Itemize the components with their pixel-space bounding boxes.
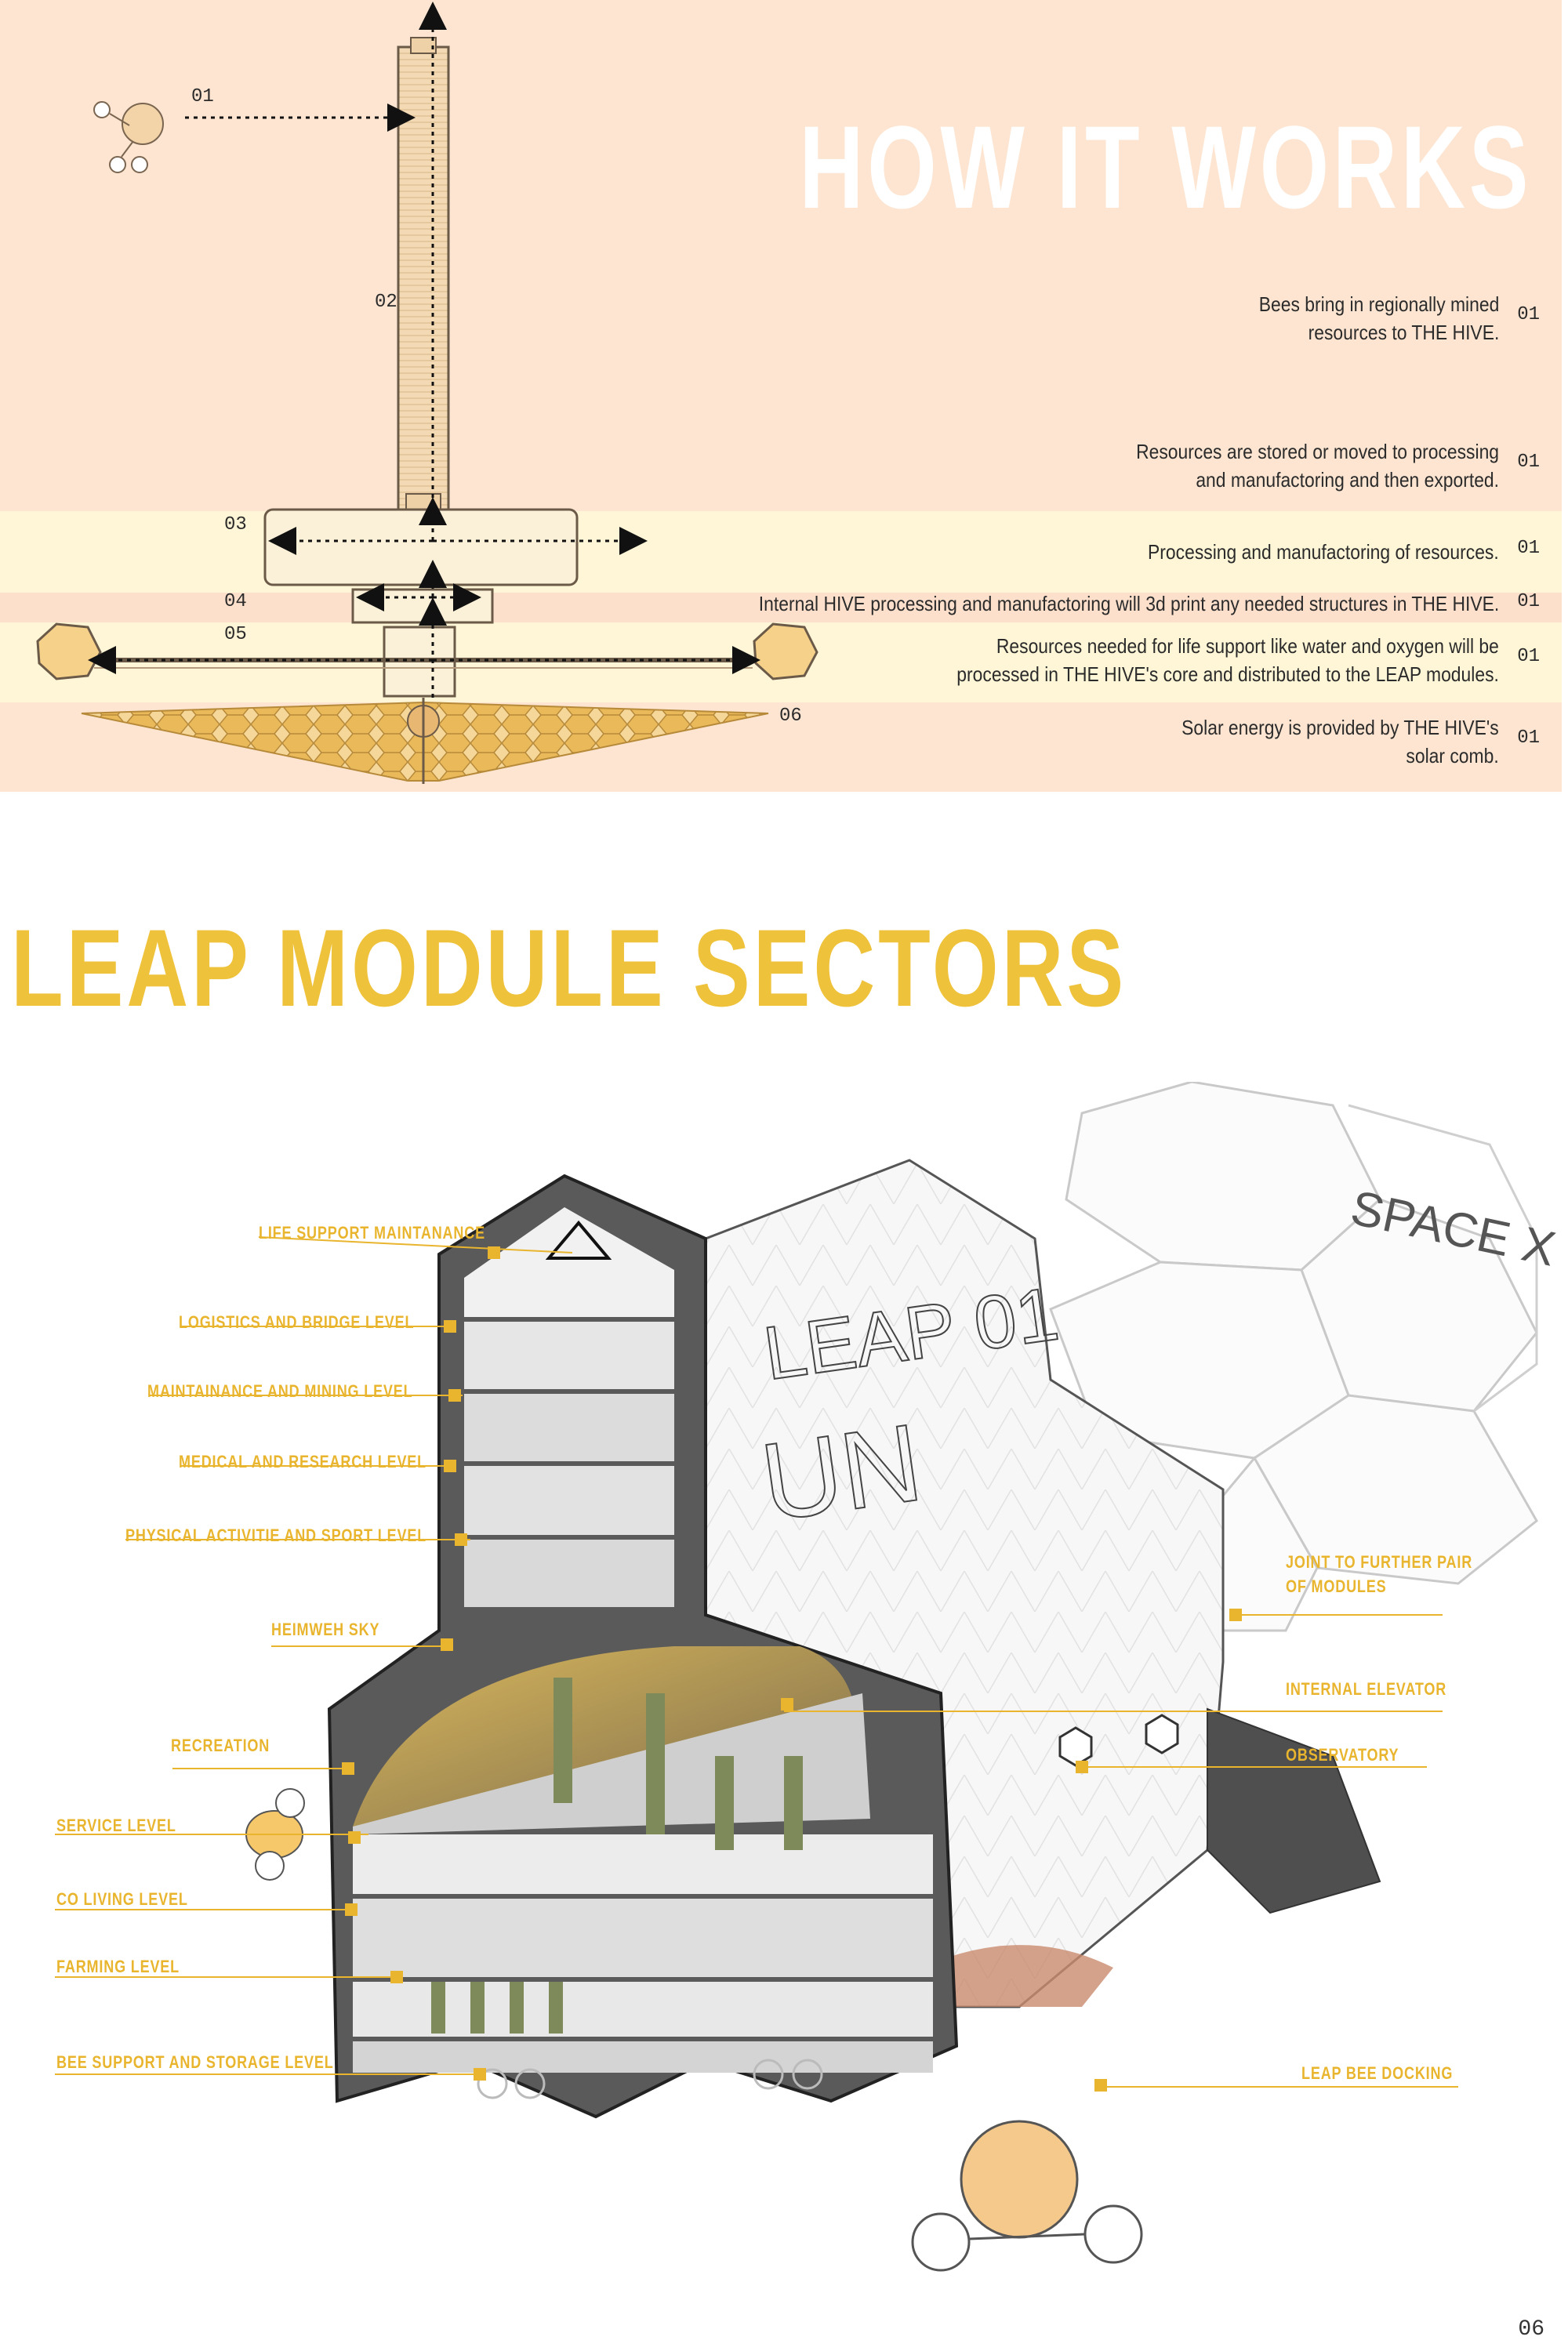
label-joint-line-1: JOINT TO FURTHER PAIR bbox=[1286, 1552, 1473, 1572]
diagram-number-04: 04 bbox=[224, 591, 247, 612]
un-mark: UN bbox=[754, 1400, 928, 1544]
marker-farming bbox=[390, 1971, 403, 1983]
diagram-number-02: 02 bbox=[375, 292, 397, 313]
step-1-line-2: resources to THE HIVE. bbox=[1308, 321, 1499, 345]
level-band-04 bbox=[0, 593, 1562, 622]
label-medical-and-research-level: MEDICAL AND RESEARCH LEVEL bbox=[179, 1452, 426, 1471]
marker-elevator bbox=[781, 1698, 793, 1711]
marker-coliving bbox=[345, 1903, 358, 1916]
step-4-text: Internal HIVE processing and manufactori… bbox=[758, 590, 1499, 618]
step-6-line-1: Solar energy is provided by THE HIVE's bbox=[1181, 716, 1499, 739]
page-number: 06 bbox=[1518, 2317, 1544, 2342]
step-2-text: Resources are stored or moved to process… bbox=[1136, 437, 1499, 495]
leap-module-illustration: SPACE X LEAP 01 UN bbox=[55, 1082, 1560, 2272]
step-2-line-1: Resources are stored or moved to process… bbox=[1136, 440, 1499, 463]
label-observatory: OBSERVATORY bbox=[1286, 1745, 1399, 1765]
diagram-number-05: 05 bbox=[224, 624, 247, 645]
diagram-number-01: 01 bbox=[191, 86, 214, 107]
service-bee bbox=[245, 1788, 305, 1881]
label-internal-elevator: INTERNAL ELEVATOR bbox=[1286, 1679, 1447, 1699]
step-2-line-2: and manufactoring and then exported. bbox=[1196, 468, 1499, 492]
how-it-works-panel: 01 02 03 04 05 06 HOW IT WORKS Bees brin… bbox=[0, 0, 1562, 792]
step-6-line-2: solar comb. bbox=[1406, 744, 1499, 768]
marker-logistics bbox=[444, 1320, 456, 1333]
marker-joint bbox=[1229, 1609, 1242, 1621]
step-3-text: Processing and manufactoring of resource… bbox=[1148, 538, 1499, 566]
marker-bee-support bbox=[474, 2068, 486, 2081]
diagram-number-06: 06 bbox=[779, 706, 802, 727]
marker-medical bbox=[444, 1460, 456, 1472]
label-recreation: RECREATION bbox=[171, 1736, 270, 1755]
label-heimweh-sky: HEIMWEH SKY bbox=[271, 1620, 380, 1639]
label-logistics-and-bridge-level: LOGISTICS AND BRIDGE LEVEL bbox=[179, 1312, 415, 1332]
marker-heimweh bbox=[441, 1638, 453, 1651]
step-6-number: 01 bbox=[1517, 727, 1540, 749]
marker-recreation bbox=[342, 1762, 354, 1775]
step-1-number: 01 bbox=[1517, 304, 1540, 325]
label-physical-activitie-and-sport-level: PHYSICAL ACTIVITIE AND SPORT LEVEL bbox=[125, 1526, 427, 1545]
step-5-line-2: processed in THE HIVE's core and distrib… bbox=[956, 662, 1499, 687]
step-3-line-1: Processing and manufactoring of resource… bbox=[1148, 540, 1499, 564]
step-2-number: 01 bbox=[1517, 452, 1540, 473]
bee-drone bbox=[93, 101, 164, 173]
step-1-line-1: Bees bring in regionally mined bbox=[1258, 292, 1499, 316]
step-5-number: 01 bbox=[1517, 646, 1540, 667]
how-it-works-title: HOW IT WORKS bbox=[799, 101, 1532, 233]
step-1-text: Bees bring in regionally mined resources… bbox=[1258, 290, 1499, 347]
marker-sport bbox=[455, 1533, 467, 1546]
leap-module-sectors-title: LEAP MODULE SECTORS bbox=[11, 906, 1127, 1029]
step-5-text: Resources needed for life support like w… bbox=[956, 632, 1499, 689]
label-joint-to-further-pair: JOINT TO FURTHER PAIR OF MODULES bbox=[1286, 1551, 1472, 1599]
marker-docking bbox=[1094, 2079, 1107, 2092]
diagram-number-03: 03 bbox=[224, 514, 247, 535]
label-joint-line-2: OF MODULES bbox=[1286, 1576, 1387, 1596]
step-6-text: Solar energy is provided by THE HIVE's s… bbox=[1181, 713, 1499, 771]
label-service-level: SERVICE LEVEL bbox=[56, 1816, 176, 1835]
step-5-line-1: Resources needed for life support like w… bbox=[996, 634, 1499, 658]
level-band-03 bbox=[0, 511, 1562, 593]
marker-maintainance bbox=[448, 1389, 461, 1402]
marker-service bbox=[348, 1831, 361, 1844]
label-bee-support-and-storage-level: BEE SUPPORT AND STORAGE LEVEL bbox=[56, 2052, 334, 2072]
hive-diagram bbox=[36, 2, 818, 784]
step-3-number: 01 bbox=[1517, 538, 1540, 559]
label-farming-level: FARMING LEVEL bbox=[56, 1957, 180, 1976]
docking-bee bbox=[911, 2120, 1143, 2272]
step-4-line-1: Internal HIVE processing and manufactori… bbox=[758, 592, 1499, 615]
label-co-living-level: CO LIVING LEVEL bbox=[56, 1889, 188, 1909]
label-leap-bee-docking: LEAP BEE DOCKING bbox=[1301, 2063, 1454, 2083]
label-maintainance-and-mining-level: MAINTAINANCE AND MINING LEVEL bbox=[147, 1381, 413, 1401]
step-4-number: 01 bbox=[1517, 591, 1540, 612]
marker-life-support bbox=[488, 1246, 500, 1259]
marker-observatory bbox=[1076, 1761, 1088, 1773]
label-life-support-maintanance: LIFE SUPPORT MAINTANANCE bbox=[259, 1223, 485, 1243]
